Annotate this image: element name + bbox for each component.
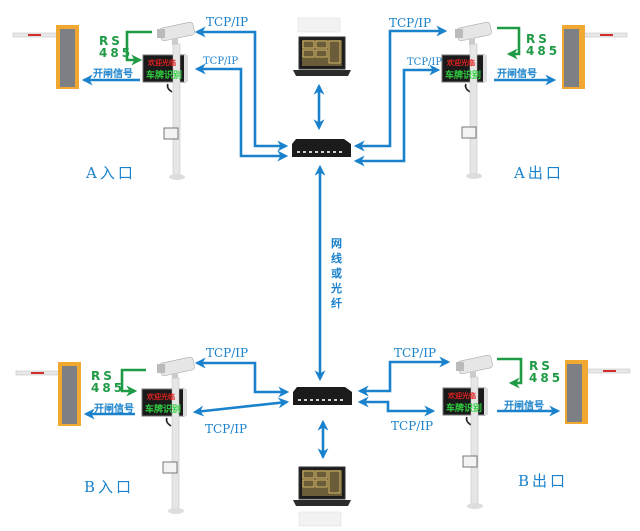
pole	[163, 43, 185, 180]
rs-text: RS	[99, 34, 123, 48]
network-links	[81, 25, 561, 460]
a-entry-display-top: 欢迎光临	[148, 59, 176, 67]
gate-signal-label-b-exit: 开闸信号	[504, 401, 544, 412]
b-entry-display-bottom: 车牌识别	[145, 405, 182, 415]
gate-signal-label-a-entry: 开闸信号	[93, 69, 133, 80]
rs485-links	[120, 26, 523, 397]
tcp-ip-label-b-exit-display: TCP/IP	[391, 419, 434, 433]
pole	[461, 43, 482, 179]
a-exit-display-bottom: 车牌识别	[445, 71, 482, 81]
gate-signal-label-b-entry: 开闸信号	[94, 404, 134, 415]
lpr-camera	[157, 356, 195, 380]
rs-number: 485	[526, 44, 561, 58]
tcp-ip-label-b-entry-display: TCP/IP	[205, 422, 248, 436]
rs-text: RS	[526, 32, 550, 46]
rs485-label-b-entry: RS 485	[91, 370, 125, 394]
arrow-switch-to-b-exit-camera	[357, 356, 451, 397]
b-entry-display-top: 欢迎光临	[147, 393, 175, 401]
tcp-ip-label-a-entry-camera: TCP/IP	[206, 15, 249, 29]
a-entry-station	[12, 21, 195, 180]
zone-label-b-exit: B出口	[518, 472, 569, 490]
b-entry-station	[15, 356, 195, 514]
rs-number: 485	[529, 371, 564, 385]
arrow-switch-to-b-entry-camera	[194, 357, 290, 398]
a-entry-display-bottom: 车牌识别	[146, 71, 183, 81]
tcp-ip-label-b-entry-camera: TCP/IP	[206, 346, 249, 360]
tcp-ip-label-a-exit-camera: TCP/IP	[389, 16, 432, 30]
b-exit-display-bottom: 车牌识别	[446, 404, 483, 414]
barrier-gate	[15, 362, 81, 426]
trunk-medium-label: 网线或光纤	[331, 237, 342, 310]
a-exit-station	[441, 21, 628, 179]
lpr-camera	[455, 21, 492, 45]
top-laptop	[293, 17, 351, 76]
arrow-switch-to-a-exit-camera	[353, 25, 448, 152]
arrow-b-exit-rs485	[497, 357, 523, 389]
barrier-gate	[565, 360, 631, 424]
rs-number: 485	[99, 46, 134, 60]
tcp-ip-label-a-exit-display: TCP/IP	[407, 57, 443, 68]
rs-text: RS	[529, 359, 553, 373]
gate-signal-label-a-exit: 开闸信号	[497, 69, 537, 80]
arrow-switch-to-b-exit-display	[357, 396, 436, 417]
rs-number: 485	[91, 381, 126, 395]
bottom-laptop	[293, 466, 351, 527]
tcp-ip-label-b-exit-camera: TCP/IP	[394, 346, 437, 360]
bottom-switch	[293, 387, 352, 405]
rs485-label-b-exit: RS 485	[529, 360, 563, 384]
top-switch	[292, 139, 351, 157]
zone-label-a-exit: A出口	[514, 164, 564, 182]
pole	[462, 376, 483, 509]
tcp-ip-label-a-entry-display: TCP/IP	[203, 56, 239, 67]
rs485-label-a-entry: RS 485	[99, 35, 133, 59]
zone-label-b-entry: B入口	[84, 478, 135, 496]
a-exit-display-top: 欢迎光临	[447, 59, 475, 67]
arrow-switch-to-a-exit-display	[353, 64, 441, 167]
arrow-a-exit-rs485	[497, 26, 521, 60]
arrow-switch-to-a-entry-display	[194, 63, 289, 162]
zone-label-a-entry: A入口	[86, 164, 136, 182]
barrier-gate	[12, 25, 79, 89]
lpr-camera	[456, 354, 493, 378]
arrow-a-entry-rs485	[125, 30, 152, 66]
barrier-gate	[562, 25, 628, 89]
lpr-camera	[157, 21, 195, 45]
arrow-b-entry-rs485	[120, 368, 146, 397]
rs485-label-a-exit: RS 485	[526, 33, 560, 57]
b-exit-display-top: 欢迎光临	[448, 392, 476, 400]
arrow-switch-to-b-entry-display	[192, 397, 290, 417]
rs-text: RS	[91, 369, 115, 383]
pole	[162, 377, 184, 514]
